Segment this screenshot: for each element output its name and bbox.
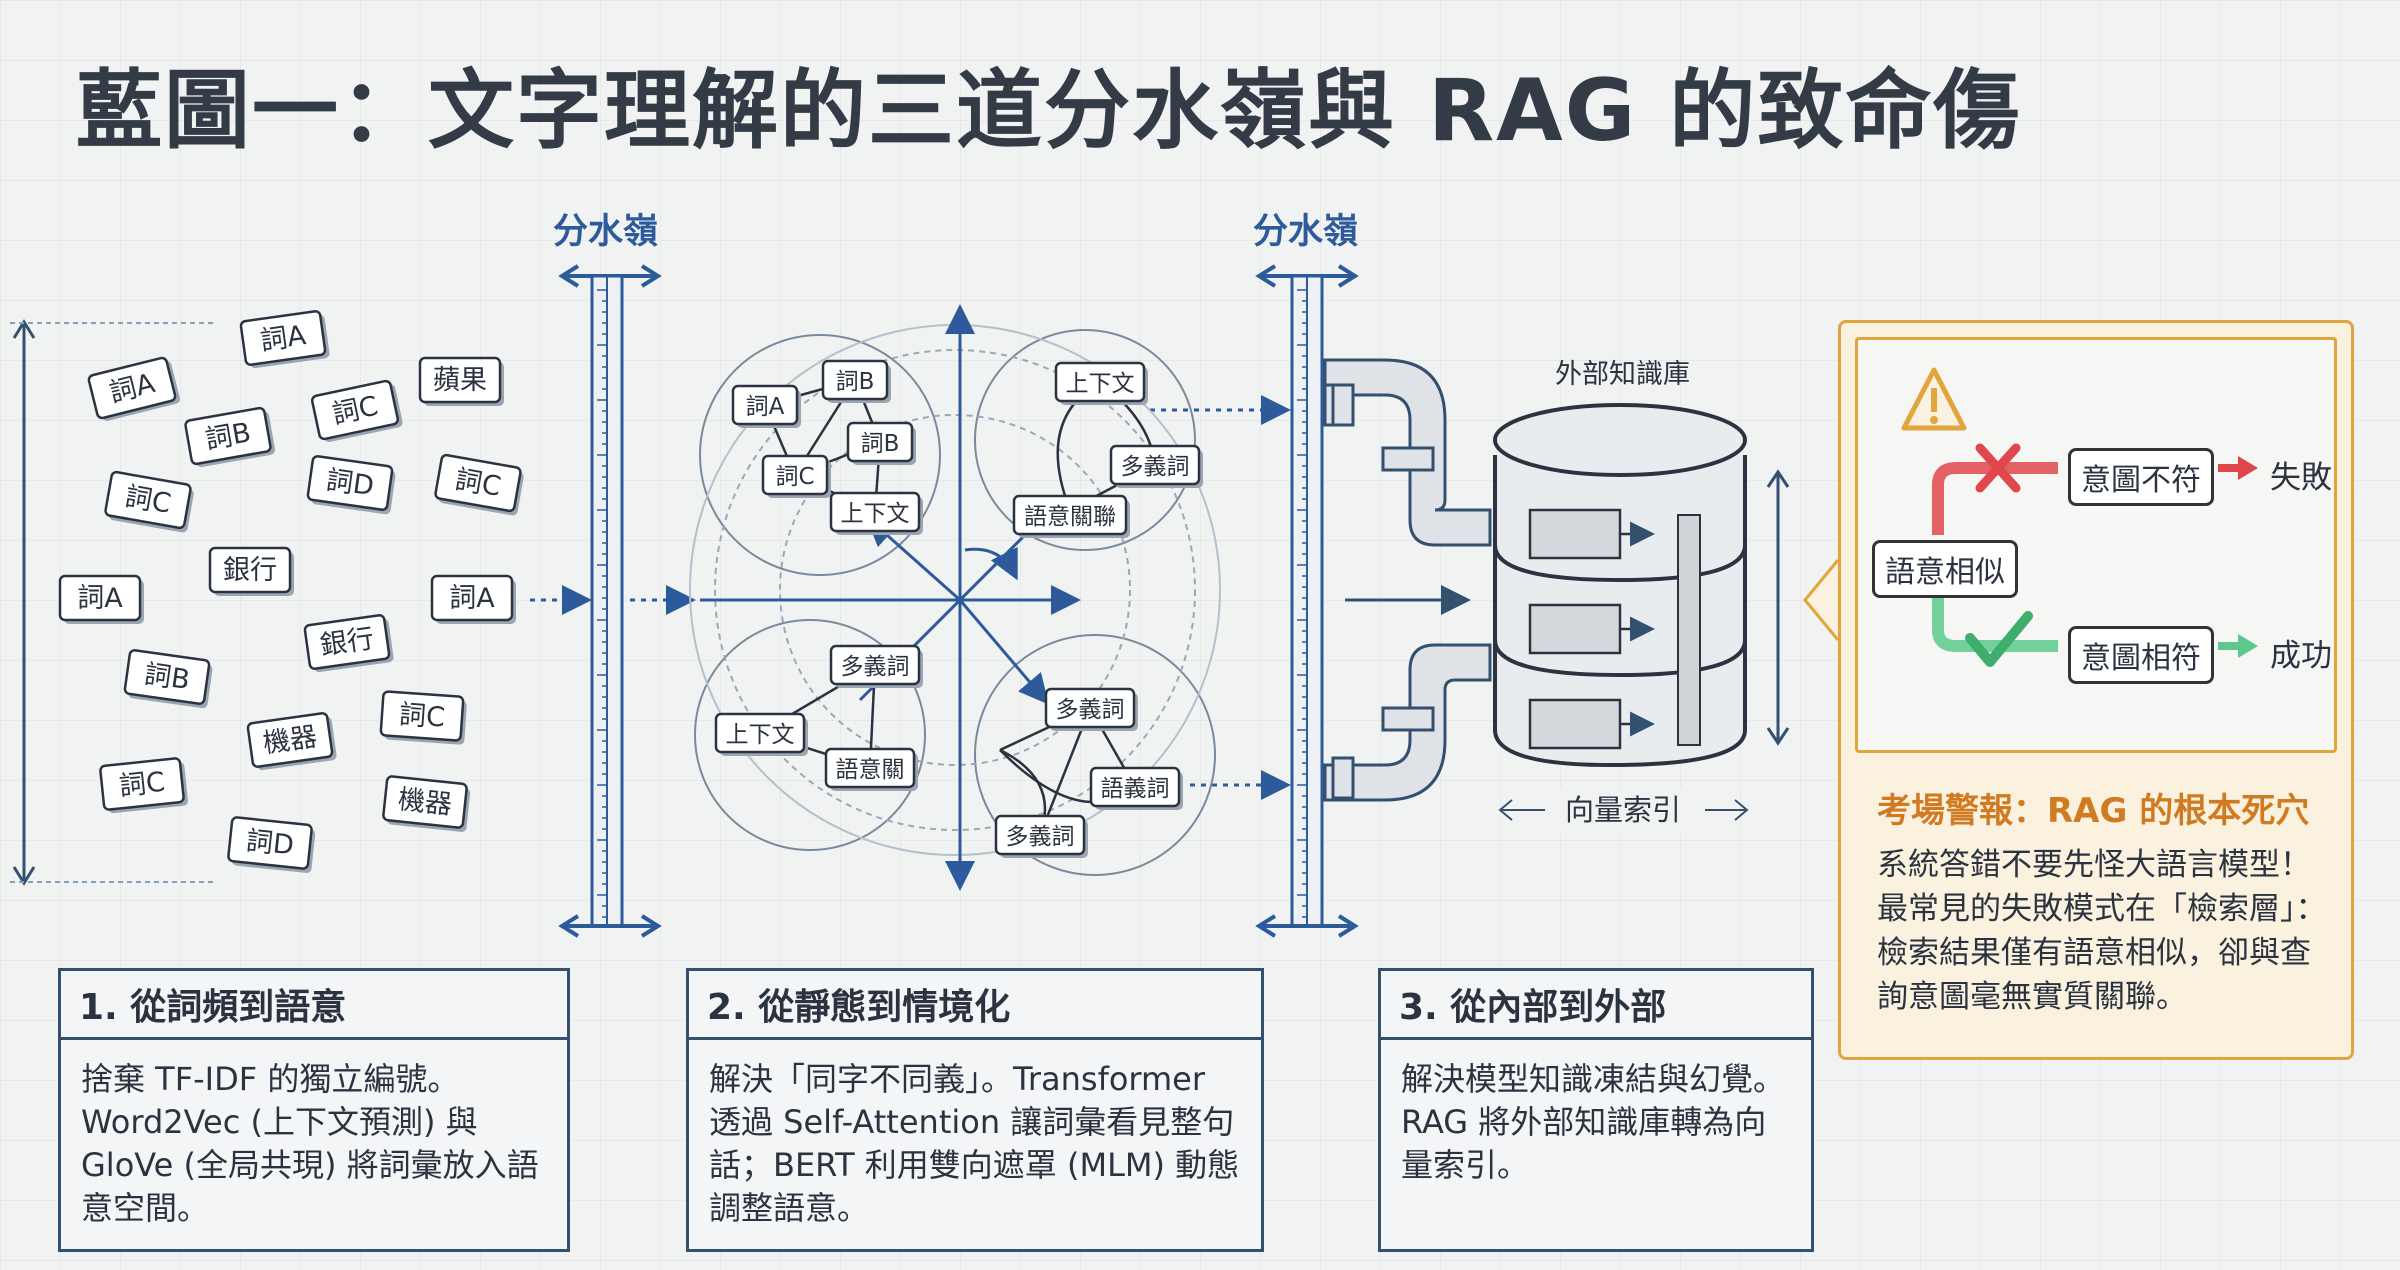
semantic-node: 語意關 <box>824 747 918 791</box>
word-card-label: 銀行 <box>318 623 376 661</box>
semantic-node-label: 語意關 <box>836 757 905 783</box>
semantic-node: 詞B <box>821 359 891 403</box>
cross-icon <box>1975 443 2021 493</box>
intent-mismatch-box: 意圖不符 <box>2068 448 2214 506</box>
semantic-node-label: 多義詞 <box>841 654 910 680</box>
word-card: 詞A <box>239 310 330 369</box>
warning-flow-lines <box>1901 367 2258 667</box>
word-card: 詞B <box>123 649 213 709</box>
word-card-label: 詞D <box>245 826 296 862</box>
word-card: 銀行 <box>208 546 294 596</box>
word-card-label: 詞B <box>142 659 191 696</box>
panel-3-body: 解決模型知識凍結與幻覺。RAG 將外部知識庫轉為向量索引。 <box>1401 1060 1786 1184</box>
page-title: 藍圖一：文字理解的三道分水嶺與 RAG 的致命傷 <box>76 61 2022 161</box>
divider-label-2: 分水嶺 <box>1253 212 1358 252</box>
word-card-label: 詞C <box>118 767 167 803</box>
warning-text: 系統答錯不要先怪大語言模型！最常見的失敗模式在「檢索層」：檢索結果僅有語意相似，… <box>1877 847 2327 1015</box>
panel-contextualization: 2. 從靜態到情境化 解決「同字不同義」。Transformer 透過 Self… <box>686 968 1264 1252</box>
word-card: 銀行 <box>303 614 394 673</box>
word-card: 詞A <box>430 574 516 624</box>
index-label: 向量索引 <box>1565 793 1681 827</box>
semantic-node-label: 語意關聯 <box>1024 504 1116 530</box>
fail-result: 失敗 <box>2270 460 2332 496</box>
panel-3-heading: 3. 從內部到外部 <box>1381 971 1811 1040</box>
left-dimension-arrow <box>10 319 215 886</box>
semantic-node: 上下文 <box>714 712 808 756</box>
semantic-node-label: 詞B <box>861 431 900 457</box>
flow-arrows <box>530 395 1471 800</box>
check-icon <box>1965 611 2033 667</box>
semantic-node-label: 語義詞 <box>1101 776 1170 802</box>
warning-callout: 語意相似 意圖不符 失敗 意圖相符 成功 考場警報：RAG 的根本死穴 系統答錯… <box>1838 320 2354 1060</box>
semantic-node: 語意關聯 <box>1012 494 1130 538</box>
panel-2-body: 解決「同字不同義」。Transformer 透過 Self-Attention … <box>709 1060 1240 1227</box>
word-card: 詞A <box>58 574 144 624</box>
semantic-node-label: 上下文 <box>726 722 795 748</box>
word-card: 詞D <box>306 455 396 515</box>
warning-pointer <box>1803 559 1840 641</box>
word-card-label: 詞C <box>398 699 446 733</box>
semantic-node: 上下文 <box>1054 361 1148 405</box>
warning-flow-box: 語意相似 意圖不符 失敗 意圖相符 成功 <box>1855 337 2337 753</box>
warning-icon <box>1901 367 1967 431</box>
semantic-node: 多義詞 <box>829 644 923 688</box>
pipes <box>1323 358 1492 802</box>
semantic-node: 詞A <box>731 384 801 428</box>
semantic-node: 詞B <box>846 421 916 465</box>
word-card-label: 詞A <box>77 583 123 614</box>
warning-title: 考場警報：RAG 的根本死穴 <box>1877 791 2310 831</box>
semantic-node: 多義詞 <box>1044 687 1138 731</box>
word-card: 詞C <box>310 379 403 442</box>
divider-2-ticks <box>1297 289 1307 918</box>
panel-word-frequency: 1. 從詞頻到語意 捨棄 TF-IDF 的獨立編號。Word2Vec (上下文預… <box>58 968 570 1252</box>
semantic-node-label: 多義詞 <box>1121 454 1190 480</box>
semantic-node-label: 上下文 <box>1066 371 1135 397</box>
semantic-node-label: 詞B <box>836 369 875 395</box>
success-result: 成功 <box>2270 638 2332 674</box>
word-card-label: 銀行 <box>223 555 277 586</box>
word-card: 機器 <box>246 712 337 771</box>
semantic-node-label: 詞C <box>775 464 814 490</box>
word-card: 機器 <box>382 775 471 832</box>
word-card-label: 蘋果 <box>433 365 487 396</box>
semantic-node: 上下文 <box>829 491 923 535</box>
semantic-similar-box: 語意相似 <box>1872 540 2018 598</box>
divider-1: 分水嶺 <box>553 212 662 938</box>
panel-1-heading: 1. 從詞頻到語意 <box>61 971 567 1040</box>
word-card-label: 詞A <box>449 583 495 614</box>
panel-external-knowledge: 3. 從內部到外部 解決模型知識凍結與幻覺。RAG 將外部知識庫轉為向量索引。 <box>1378 968 1814 1252</box>
word-card-label: 詞D <box>324 465 376 502</box>
semantic-node: 詞C <box>761 454 831 498</box>
semantic-node: 語義詞 <box>1089 766 1183 810</box>
semantic-node-label: 上下文 <box>841 501 910 527</box>
divider-1-ticks <box>597 289 607 918</box>
word-card: 詞C <box>104 470 194 533</box>
word-card: 詞A <box>87 356 180 421</box>
word-card: 詞C <box>434 453 524 516</box>
intent-match-box: 意圖相符 <box>2068 626 2214 684</box>
database-label: 外部知識庫 <box>1555 359 1690 390</box>
word-card-label: 機器 <box>396 784 453 820</box>
word-card-label: 詞A <box>258 320 308 357</box>
word-card: 詞B <box>184 406 276 468</box>
divider-label-1: 分水嶺 <box>553 212 658 252</box>
semantic-node: 多義詞 <box>1109 444 1203 488</box>
word-card: 詞C <box>379 690 467 745</box>
semantic-node-label: 多義詞 <box>1056 697 1125 723</box>
word-card: 蘋果 <box>418 356 504 406</box>
word-card: 詞D <box>227 816 316 873</box>
semantic-node-label: 多義詞 <box>1006 824 1075 850</box>
semantic-node-label: 詞A <box>746 394 785 420</box>
panel-1-body: 捨棄 TF-IDF 的獨立編號。Word2Vec (上下文預測) 與 GloVe… <box>81 1060 539 1227</box>
panel-2-heading: 2. 從靜態到情境化 <box>689 971 1261 1040</box>
word-card-label: 機器 <box>261 721 319 759</box>
vector-database: 外部知識庫 向量索引 <box>1493 359 1790 832</box>
divider-2: 分水嶺 <box>1253 212 1359 938</box>
semantic-node: 多義詞 <box>994 814 1088 858</box>
word-card: 詞C <box>99 757 188 814</box>
